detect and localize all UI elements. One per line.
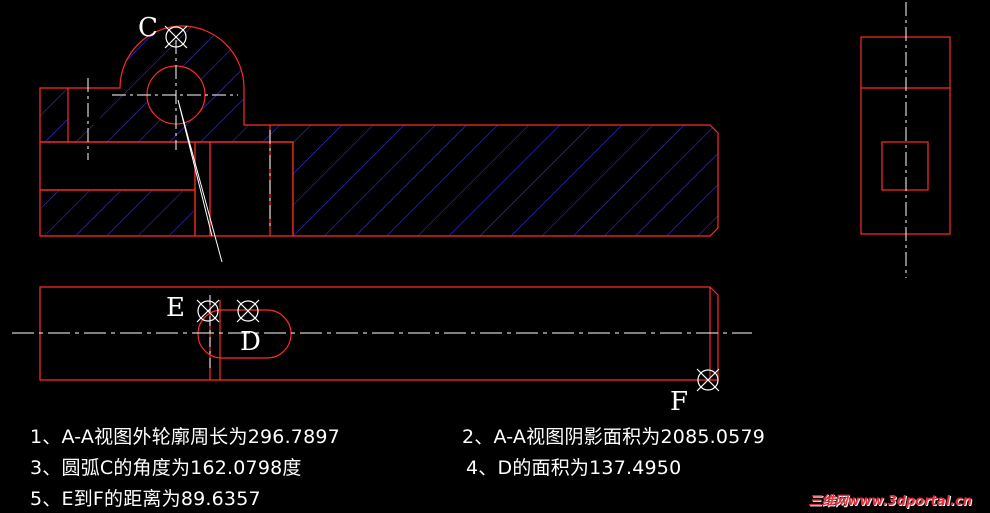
marker-f bbox=[696, 368, 720, 392]
label-d: D bbox=[240, 327, 261, 357]
section-view bbox=[39, 25, 719, 263]
section-hatch bbox=[40, 26, 718, 236]
marker-c bbox=[164, 25, 188, 49]
label-f: F bbox=[670, 387, 688, 417]
note-1: 1、A-A视图外轮廓周长为296.7897 bbox=[30, 426, 340, 448]
note-2: 2、A-A视图阴影面积为2085.0579 bbox=[462, 426, 766, 448]
label-e: E bbox=[166, 293, 185, 323]
point-markers bbox=[164, 25, 720, 392]
section-centerlines bbox=[87, 40, 271, 228]
section-outline bbox=[39, 25, 719, 237]
marker-e bbox=[196, 299, 220, 323]
watermark: 三维网www.3dportal.cn bbox=[808, 494, 972, 509]
slot-d bbox=[197, 309, 292, 359]
plan-view bbox=[12, 286, 752, 381]
note-5: 5、E到F的距离为89.6357 bbox=[30, 488, 261, 510]
label-c: C bbox=[138, 13, 158, 43]
note-3: 3、圆弧C的角度为162.0798度 bbox=[30, 457, 302, 479]
plan-outline bbox=[39, 286, 719, 381]
marker-d bbox=[236, 299, 260, 323]
note-4: 4、D的面积为137.4950 bbox=[466, 457, 682, 479]
slant-lines bbox=[177, 99, 223, 263]
side-view bbox=[860, 2, 951, 278]
